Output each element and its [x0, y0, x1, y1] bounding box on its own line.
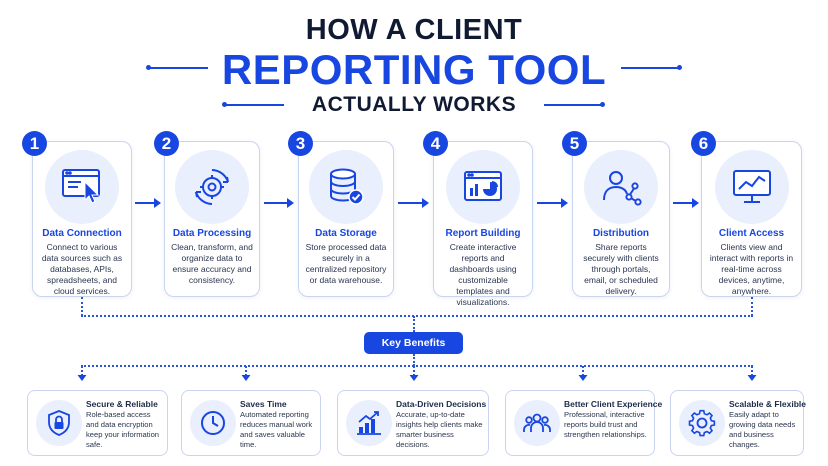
- benefit-title: Secure & Reliable: [86, 399, 158, 409]
- arrow-right-icon: [673, 198, 699, 208]
- connector-line: [81, 315, 753, 317]
- step-description: Create interactive reports and dashboard…: [449, 242, 517, 307]
- benefit-title: Better Client Experience: [564, 399, 663, 409]
- step-description: Share reports securely with clients thro…: [583, 242, 659, 296]
- title-decor-line-left: [150, 67, 208, 69]
- arrow-right-icon: [398, 198, 429, 208]
- step-description: Connect to various data sources such as …: [41, 242, 123, 296]
- benefit-card-saves-time: Saves Time Automated reporting reduces m…: [181, 390, 321, 456]
- title-line-1: HOW A CLIENT: [305, 14, 523, 46]
- benefit-card-better-client-experience: Better Client Experience Professional, i…: [505, 390, 663, 456]
- benefit-title: Saves Time: [240, 399, 287, 409]
- connector-line: [751, 297, 753, 316]
- arrow-down-icon: [77, 366, 87, 381]
- bar-growth-icon: [346, 400, 392, 446]
- clock-icon: [190, 400, 236, 446]
- browser-cursor-icon: [45, 150, 119, 224]
- title-decor-dot-left: [146, 65, 151, 70]
- step-number: 4: [423, 131, 448, 156]
- user-share-icon: [584, 150, 658, 224]
- step-card-data-connection: 1 Data Connection Connect to various dat…: [22, 131, 132, 297]
- benefit-card-data-driven-decisions: Data-Driven Decisions Accurate, up-to-da…: [337, 390, 489, 456]
- step-number: 5: [562, 131, 587, 156]
- arrow-down-icon: [747, 366, 757, 381]
- step-title: Client Access: [718, 228, 785, 239]
- arrow-down-icon: [578, 366, 588, 381]
- step-card-data-processing: 2 Data Processing Clean, transform, and …: [154, 131, 260, 297]
- subtitle-decor-line-left: [226, 104, 284, 106]
- step-number: 6: [691, 131, 716, 156]
- step-card-distribution: 5 Distribution Share reports securely wi…: [562, 131, 670, 297]
- benefit-description: Automated reporting reduces manual work …: [240, 410, 313, 449]
- benefit-description: Easily adapt to growing data needs and b…: [729, 410, 796, 449]
- step-title: Data Processing: [172, 228, 252, 239]
- arrow-down-icon: [409, 366, 419, 381]
- arrow-right-icon: [135, 198, 161, 208]
- title-decor-line-right: [621, 67, 679, 69]
- benefit-card-scalable-flexible: Scalable & Flexible Easily adapt to grow…: [670, 390, 807, 456]
- step-description: Clean, transform, and organize data to e…: [171, 242, 253, 285]
- subtitle-decor-dot-right: [600, 102, 605, 107]
- title-decor-dot-right: [677, 65, 682, 70]
- subtitle-decor-line-right: [544, 104, 602, 106]
- benefit-description: Professional, interactive reports build …: [564, 410, 647, 439]
- step-number: 1: [22, 131, 47, 156]
- step-number: 2: [154, 131, 179, 156]
- gear-cycle-icon: [175, 150, 249, 224]
- benefit-title: Data-Driven Decisions: [396, 399, 487, 409]
- benefit-description: Role-based access and data encryption ke…: [86, 410, 160, 449]
- monitor-trend-icon: [714, 150, 789, 224]
- step-card-report-building: 4 Report Building Create interactive rep…: [423, 131, 533, 307]
- shield-lock-icon: [36, 400, 82, 446]
- step-title: Data Storage: [315, 228, 377, 239]
- arrow-right-icon: [537, 198, 568, 208]
- step-title: Data Connection: [42, 228, 122, 239]
- key-benefits-label: Key Benefits: [364, 332, 463, 354]
- arrow-down-icon: [241, 366, 251, 381]
- benefit-card-secure-reliable: Secure & Reliable Role-based access and …: [27, 390, 168, 456]
- dashboard-chart-icon: [446, 150, 520, 224]
- benefit-description: Accurate, up-to-date insights help clien…: [396, 410, 483, 449]
- connector-line: [81, 365, 753, 367]
- step-title: Distribution: [592, 228, 650, 239]
- database-check-icon: [309, 150, 383, 224]
- connector-line: [81, 297, 83, 316]
- step-number: 3: [288, 131, 313, 156]
- group-icon: [514, 400, 560, 446]
- page-title: REPORTING TOOL: [221, 46, 607, 93]
- arrow-right-icon: [264, 198, 294, 208]
- step-card-data-storage: 3 Data Storage Store processed data secu…: [288, 131, 394, 297]
- connector-line: [413, 316, 415, 332]
- step-description: Store processed data securely in a centr…: [305, 242, 387, 285]
- step-title: Report Building: [445, 228, 521, 239]
- page-subtitle: ACTUALLY WORKS: [311, 93, 517, 116]
- benefit-title: Scalable & Flexible: [729, 399, 807, 409]
- step-description: Clients view and interact with reports i…: [709, 242, 794, 296]
- step-card-client-access: 6 Client Access Clients view and interac…: [691, 131, 802, 297]
- subtitle-decor-dot-left: [222, 102, 227, 107]
- connector-line: [413, 354, 415, 366]
- gear-icon: [679, 400, 725, 446]
